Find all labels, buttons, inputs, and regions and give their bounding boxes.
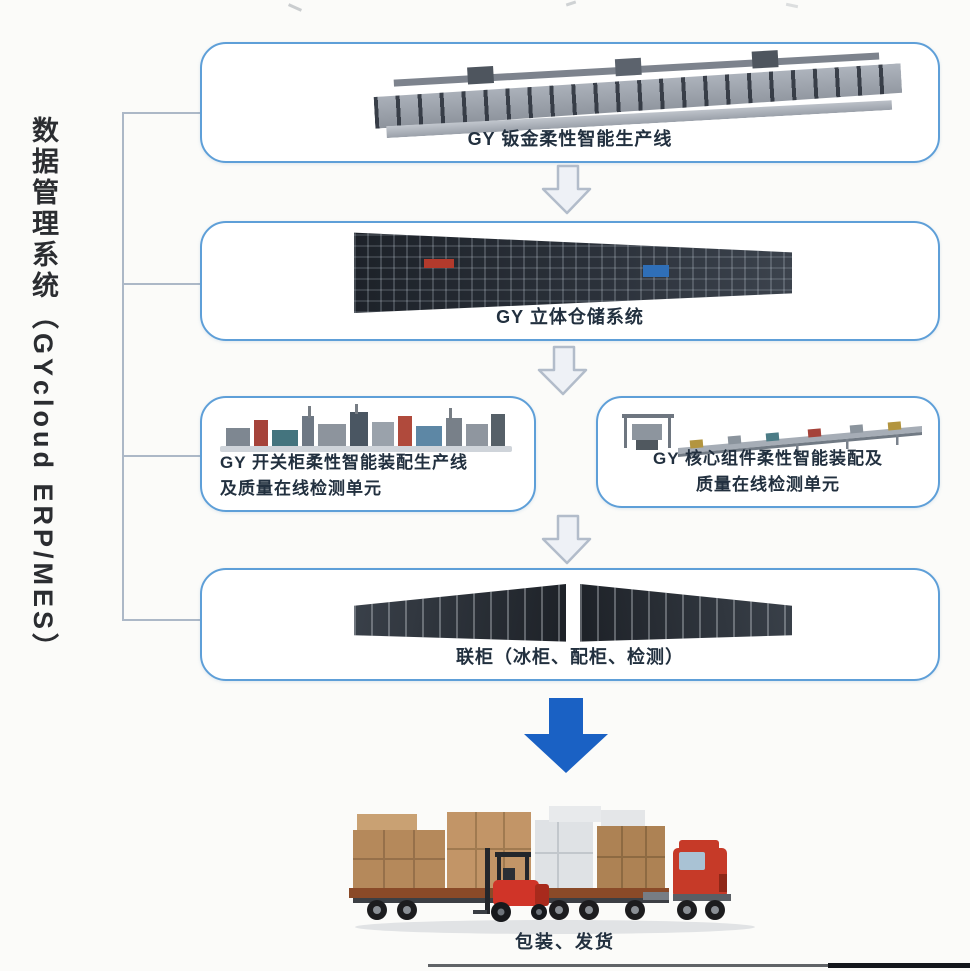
arrow-down-3d-icon: [541, 514, 592, 565]
connector-branch-line: [122, 455, 201, 457]
connector-branch-line: [122, 619, 201, 621]
switchgear-line-caption-line1: GY 开关柜柔性智能装配生产线: [220, 453, 468, 472]
switchgear-line-box: GY 开关柜柔性智能装配生产线 及质量在线检测单元: [200, 396, 536, 512]
scan-artifact: [785, 2, 799, 9]
connector-branch-line: [122, 112, 201, 114]
sheet-metal-line-caption: GY 钣金柔性智能生产线: [467, 129, 673, 149]
warehouse-red-accent: [424, 258, 455, 268]
warehouse-box: GY 立体仓储系统: [200, 221, 940, 341]
machine-block-shape: [751, 50, 779, 69]
arrow-down-solid-icon: [524, 698, 608, 773]
core-component-line-caption: GY 核心组件柔性智能装配及 质量在线检测单元: [598, 446, 938, 498]
warehouse-caption: GY 立体仓储系统: [496, 307, 644, 327]
switchgear-line-image: [220, 404, 512, 452]
core-component-line-image: [622, 414, 922, 460]
scan-artifact: [828, 963, 970, 968]
arrow-down-3d-icon: [537, 345, 588, 396]
cabinet-row-left-image: [354, 584, 566, 642]
machine-block-shape: [467, 66, 495, 85]
combined-cabinets-caption: 联柜（冰柜、配柜、检测）: [456, 647, 684, 667]
scan-artifact: [287, 3, 303, 12]
scan-artifact: [428, 964, 968, 967]
shipping-truck-image: [349, 806, 755, 934]
machine-block-shape: [614, 57, 642, 77]
core-component-line-caption-line2: 质量在线检测单元: [696, 475, 840, 494]
data-management-system-label: 数据管理系统（GYcloud ERP/MES）: [28, 116, 58, 665]
combined-cabinets-box: 联柜（冰柜、配柜、检测）: [200, 568, 940, 681]
connector-vertical-line: [122, 112, 124, 621]
cabinet-row-right-image: [580, 584, 792, 642]
scan-artifact: [565, 0, 577, 7]
warehouse-image: [354, 231, 792, 313]
warehouse-racks-shape: [354, 232, 792, 313]
warehouse-blue-accent: [643, 265, 670, 278]
connector-branch-line: [122, 283, 201, 285]
switchgear-line-caption: GY 开关柜柔性智能装配生产线 及质量在线检测单元: [220, 450, 468, 502]
sheet-metal-line-box: GY 钣金柔性智能生产线: [200, 42, 940, 163]
core-component-line-caption-line1: GY 核心组件柔性智能装配及: [653, 449, 883, 468]
core-component-line-box: GY 核心组件柔性智能装配及 质量在线检测单元: [596, 396, 940, 508]
switchgear-line-caption-line2: 及质量在线检测单元: [220, 479, 382, 498]
packing-shipping-caption: 包装、发货: [515, 932, 615, 952]
arrow-down-3d-icon: [541, 164, 592, 215]
